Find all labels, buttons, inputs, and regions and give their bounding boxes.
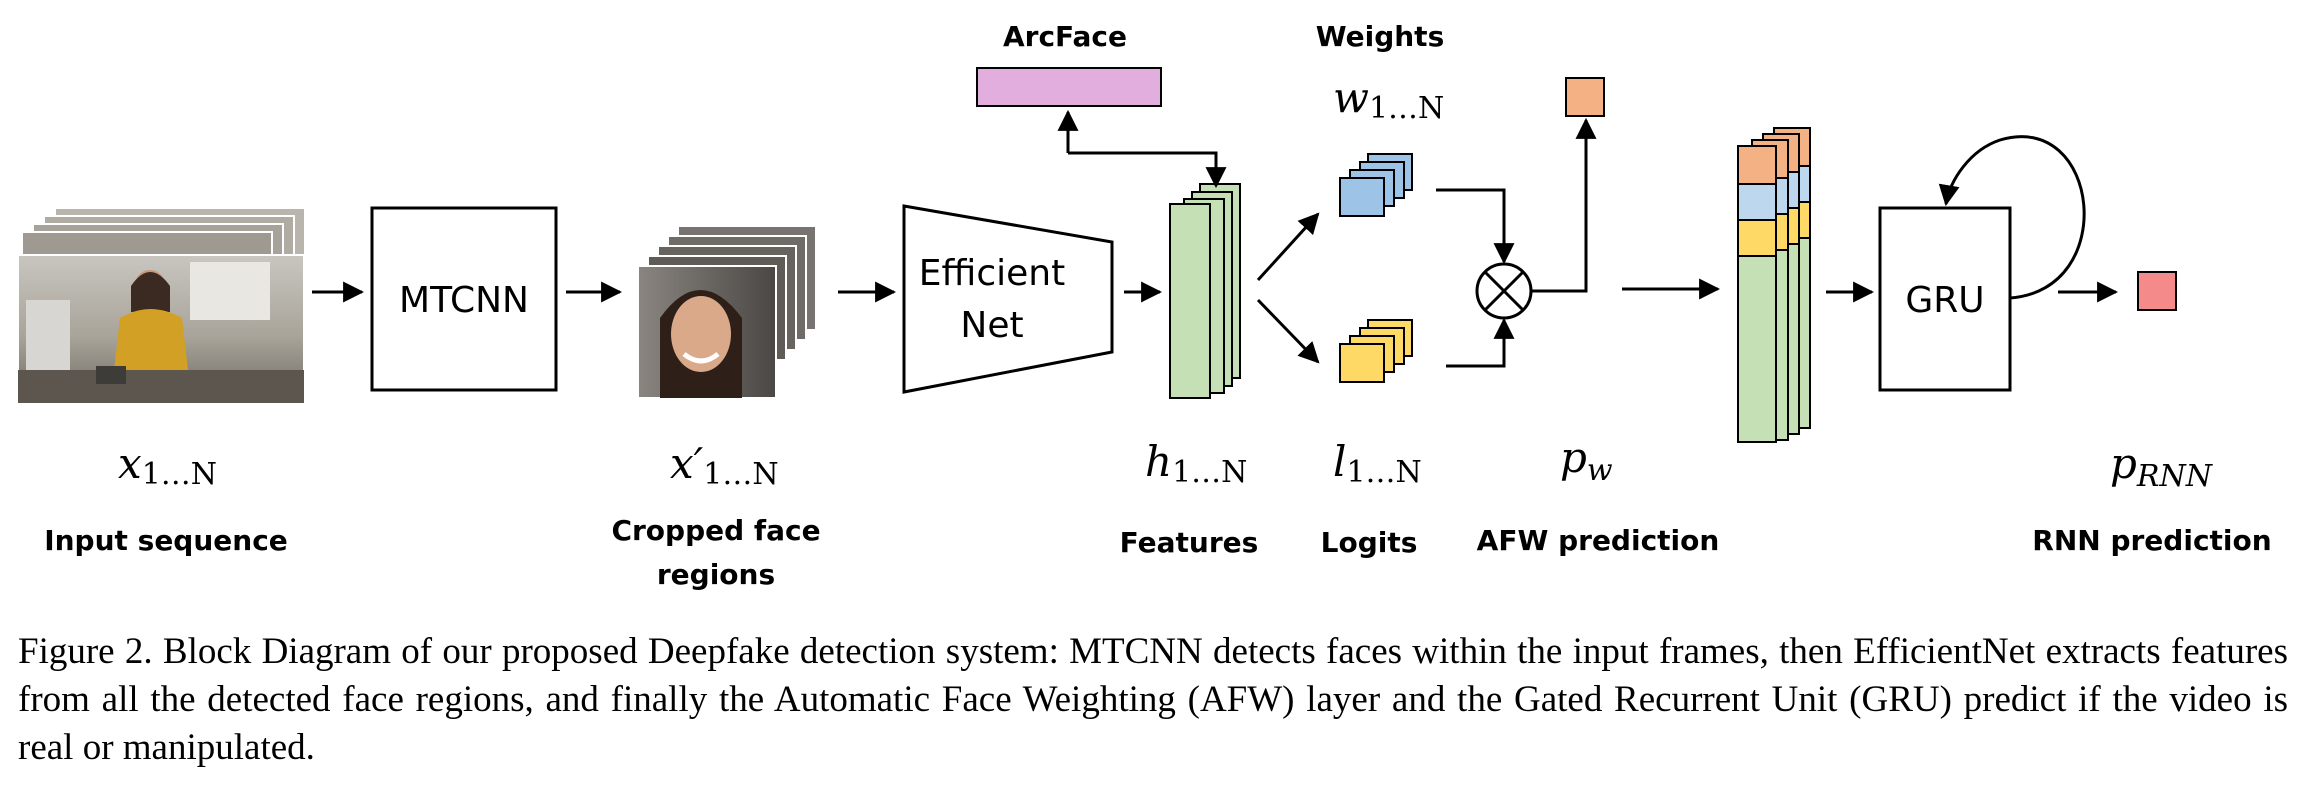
arrow-arcface-to-features: [1068, 151, 1227, 189]
mtcnn-label: MTCNN: [399, 280, 529, 321]
weights-label: Weights: [1316, 20, 1445, 53]
cropped-face-label-line2: regions: [657, 558, 775, 591]
rnn-output-square: [2137, 271, 2177, 311]
math-w: w1…N: [1333, 73, 1444, 126]
efficientnet-label-line1: Efficient: [919, 253, 1065, 294]
features-block: [1169, 203, 1211, 399]
arcface-label: ArcFace: [1003, 20, 1127, 53]
arrow-features-to-logits: [1256, 298, 1320, 364]
math-h: h1…N: [1145, 437, 1247, 490]
afw-prediction-label: AFW prediction: [1477, 524, 1720, 557]
arrow-multiply-to-afw-output: [1531, 117, 1597, 293]
weights-stack: [1339, 153, 1413, 217]
sequence-front-vector: [1737, 145, 1777, 443]
logits-label: Logits: [1321, 526, 1418, 559]
math-prnn: pRNN: [2110, 439, 2214, 494]
arrow-logits-to-multiply: [1446, 317, 1515, 368]
cropped-faces-stack: [637, 225, 817, 399]
logits-block: [1339, 343, 1385, 383]
math-xprime: x′1…N: [670, 439, 779, 492]
afw-output-square: [1565, 77, 1605, 117]
arcface-head: [976, 67, 1162, 107]
efficientnet-block: Efficient Net: [902, 204, 1114, 394]
features-label: Features: [1120, 526, 1259, 559]
logits-stack: [1339, 319, 1413, 383]
arrow-weights-to-multiply: [1436, 188, 1515, 265]
gru-recurrent-loop: [1938, 135, 2086, 300]
math-x: x1…N: [118, 439, 217, 492]
input-frames-stack: [17, 207, 306, 404]
multiply-node: [1475, 262, 1533, 320]
arrow-features-to-weights: [1256, 212, 1320, 282]
math-pw: pw: [1560, 433, 1613, 488]
weights-block: [1339, 177, 1385, 217]
sequence-stack: [1737, 127, 1811, 443]
cropped-face-label-line1: Cropped face: [611, 514, 820, 547]
features-stack: [1169, 183, 1241, 399]
gru-label: GRU: [1905, 280, 1984, 321]
math-l: l1…N: [1333, 437, 1422, 490]
rnn-prediction-label: RNN prediction: [2032, 524, 2271, 557]
input-sequence-label: Input sequence: [44, 524, 288, 557]
mtcnn-block: MTCNN: [370, 206, 558, 392]
gru-block: GRU: [1878, 206, 2012, 392]
figure-caption: Figure 2. Block Diagram of our proposed …: [18, 631, 2288, 768]
arcface-block: ArcFace: [976, 20, 1162, 107]
efficientnet-label-line2: Net: [960, 305, 1023, 346]
diagram-canvas: MTCNN Efficient Net ArcFace: [17, 20, 2272, 591]
